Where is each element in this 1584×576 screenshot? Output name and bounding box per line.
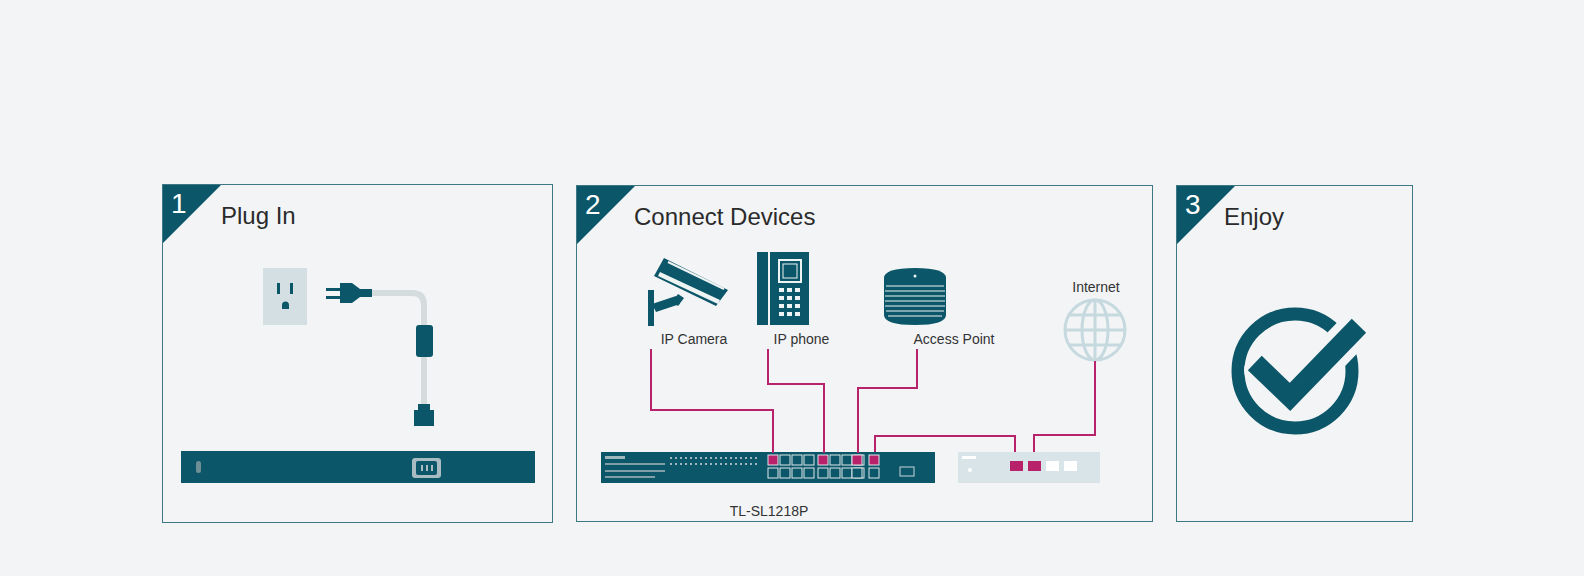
wire bbox=[1034, 361, 1095, 461]
network-cable bbox=[651, 349, 773, 453]
globe-icon bbox=[1065, 300, 1125, 360]
device-label: IP Camera bbox=[661, 331, 728, 348]
step-panel: 3 Enjoy bbox=[1176, 185, 1413, 522]
device-label: IP phone bbox=[774, 331, 830, 348]
device-label: TL-SL1218P bbox=[730, 503, 809, 520]
power-plug bbox=[326, 283, 372, 303]
ip-camera: IP Camera bbox=[644, 257, 744, 349]
step-panel: 1 Plug In bbox=[162, 184, 553, 523]
network-cable bbox=[858, 349, 917, 453]
access-point: Access Point bbox=[881, 265, 1027, 349]
step-number: 3 bbox=[1185, 190, 1201, 220]
ip-phone-icon bbox=[757, 252, 809, 325]
corner-triangle bbox=[162, 184, 222, 244]
step-heading: Plug In bbox=[221, 202, 296, 230]
internet: Internet bbox=[1056, 277, 1136, 365]
ip-phone: IP phone bbox=[754, 251, 849, 349]
step-number: 2 bbox=[585, 190, 601, 220]
power-connector bbox=[414, 404, 434, 426]
step-panel: IP Camera IP phone Access Point InternetTL-… bbox=[576, 185, 1153, 522]
ferrite-core bbox=[416, 325, 433, 357]
ip-camera-icon bbox=[648, 258, 728, 326]
check-icon bbox=[1238, 314, 1352, 428]
network-cable bbox=[768, 349, 824, 453]
corner-triangle bbox=[576, 185, 636, 245]
device-label: Internet bbox=[1072, 279, 1119, 296]
access-point-icon bbox=[884, 268, 946, 325]
step-number: 1 bbox=[171, 189, 187, 219]
router bbox=[958, 452, 1100, 483]
step-heading: Connect Devices bbox=[634, 203, 815, 231]
power-outlet bbox=[263, 268, 307, 325]
step-heading: Enjoy bbox=[1224, 203, 1284, 231]
device-label: Access Point bbox=[914, 331, 995, 348]
device-rear bbox=[181, 451, 535, 483]
switch-body bbox=[601, 452, 935, 483]
network-switch: TL-SL1218P bbox=[599, 453, 939, 521]
